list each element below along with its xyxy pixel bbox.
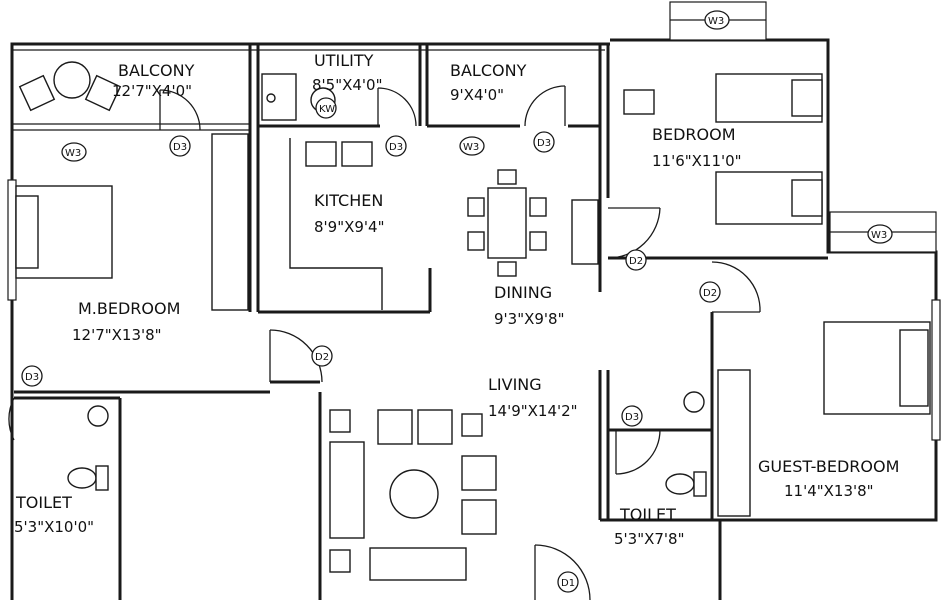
- dining-name: DINING: [494, 283, 552, 302]
- d3-tag-text-2: D3: [389, 142, 403, 153]
- utility-name: UTILITY: [314, 51, 374, 70]
- d2-tag-circle-2: [699, 281, 721, 303]
- d2-tag-text-3: D2: [315, 352, 329, 363]
- furniture: [15, 61, 931, 581]
- balcony-rail: [12, 49, 605, 131]
- living-name: LIVING: [488, 375, 542, 394]
- balcony-master-name: BALCONY: [118, 61, 195, 80]
- d2-tag-circle-1: [625, 249, 647, 271]
- w3-tag-circle-4: [867, 224, 893, 244]
- kitchen-name: KITCHEN: [314, 191, 383, 210]
- d3-tag-circle-5: [621, 405, 643, 427]
- w3-tag-text-4: W3: [871, 230, 887, 241]
- utility-dim: 8'5"X4'0": [312, 76, 383, 94]
- toilet-master-name: TOILET: [15, 493, 72, 512]
- living-dim: 14'9"X14'2": [488, 402, 578, 420]
- guest-bedroom-dim: 11'4"X13'8": [784, 482, 874, 500]
- d2-tag-circle-3: [311, 345, 333, 367]
- d1-tag-text: D1: [561, 578, 575, 589]
- toilet-common-dim: 5'3"X7'8": [614, 530, 685, 548]
- interior-walls: [14, 44, 828, 522]
- room-labels: BALCONY 12'7"X4'0" UTILITY 8'5"X4'0" BAL…: [14, 51, 899, 548]
- w3-tag-circle-2: [61, 142, 87, 162]
- balcony-master-dim: 12'7"X4'0": [112, 82, 192, 100]
- w3-tag-text-1: W3: [708, 16, 724, 27]
- w3-tag-circle-1: [704, 10, 730, 30]
- tags: KW W3 W3 W3 W3 D3 D3 D3 D3 D3 D2 D2 D2 D…: [21, 10, 893, 593]
- w3-tag-text-2: W3: [65, 148, 81, 159]
- kw-tag-circle: [315, 97, 337, 119]
- toilet-common-name: TOILET: [619, 505, 676, 524]
- d2-tag-text-2: D2: [703, 288, 717, 299]
- d3-tag-circle-1: [169, 135, 191, 157]
- master-bedroom-dim: 12'7"X13'8": [72, 326, 162, 344]
- w3-tag-text-3: W3: [463, 142, 479, 153]
- guest-bedroom-name: GUEST-BEDROOM: [758, 457, 899, 476]
- master-bedroom-name: M.BEDROOM: [78, 299, 180, 318]
- balcony-dining-dim: 9'X4'0": [450, 86, 504, 104]
- d3-tag-text-5: D3: [625, 412, 639, 423]
- kw-tag-text: KW: [319, 104, 335, 115]
- toilet-master-dim: 5'3"X10'0": [14, 518, 94, 536]
- d3-tag-text-3: D3: [537, 138, 551, 149]
- bedroom-name: BEDROOM: [652, 125, 736, 144]
- doors: [8, 85, 761, 600]
- bedroom-dim: 11'6"X11'0": [652, 152, 742, 170]
- dining-dim: 9'3"X9'8": [494, 310, 565, 328]
- w3-tag-circle-3: [459, 136, 485, 156]
- d1-tag-circle: [557, 571, 579, 593]
- d3-tag-text-1: D3: [173, 142, 187, 153]
- d3-tag-text-4: D3: [25, 372, 39, 383]
- balcony-dining-name: BALCONY: [450, 61, 527, 80]
- d3-tag-circle-4: [21, 365, 43, 387]
- d2-tag-text-1: D2: [629, 256, 643, 267]
- d3-tag-circle-2: [385, 135, 407, 157]
- d3-tag-circle-3: [533, 131, 555, 153]
- kitchen-dim: 8'9"X9'4": [314, 218, 385, 236]
